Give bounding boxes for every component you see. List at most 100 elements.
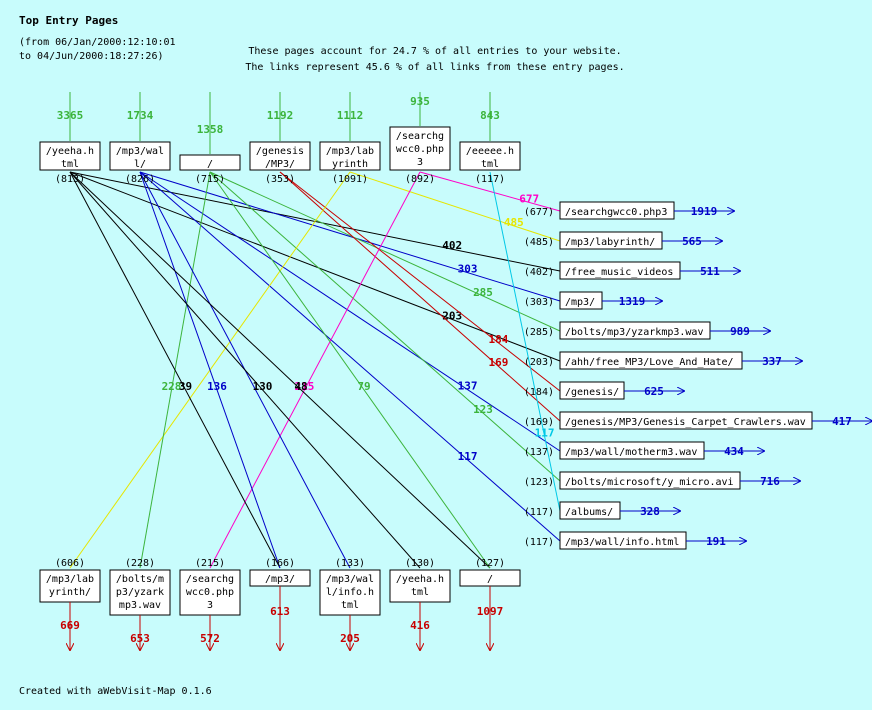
exit-page-node[interactable]: (127)/1097 <box>459 558 521 650</box>
exit-page-label: /mp3/lab <box>46 574 94 585</box>
linked-page-views: (303) <box>524 297 554 308</box>
exit-page-label: mp3.wav <box>119 600 161 611</box>
exit-page-label: /searchg <box>186 574 234 585</box>
exit-page-node[interactable]: (606)/mp3/labyrinth/669 <box>39 558 101 650</box>
exit-count: 613 <box>270 605 290 618</box>
linked-page-count: 565 <box>682 235 702 248</box>
entry-page-box[interactable] <box>459 141 521 171</box>
entry-page-node[interactable]: /yeeha.html(813) <box>39 141 101 185</box>
link-line <box>279 171 561 392</box>
summary-links: The links represent 45.6 % of all links … <box>245 62 624 73</box>
link-count: 184 <box>488 333 508 346</box>
linked-page-views: (117) <box>524 537 554 548</box>
exit-page-box[interactable] <box>39 569 101 603</box>
linked-page-node[interactable]: (184)/genesis/625 <box>524 381 684 400</box>
linked-page-count: 434 <box>724 445 744 458</box>
entry-page-node[interactable]: /mp3/wall/(826) <box>109 141 171 185</box>
linked-page-label: /mp3/wall/info.html <box>565 537 679 548</box>
entry-page-box[interactable] <box>249 141 311 171</box>
link-count: 79 <box>357 380 370 393</box>
exit-count: 416 <box>410 619 430 632</box>
entry-page-box[interactable] <box>109 141 171 171</box>
entry-page-label: tml <box>61 159 79 170</box>
exit-count: 1097 <box>477 605 504 618</box>
linked-page-node[interactable]: (303)/mp3/1319 <box>524 291 662 310</box>
exit-page-label: /yeeha.h <box>396 574 444 585</box>
entry-page-label: /mp3/lab <box>326 146 374 157</box>
entry-page-box[interactable] <box>389 126 451 171</box>
linked-page-views: (169) <box>524 417 554 428</box>
linked-page-label: /searchgwcc0.php3 <box>565 207 667 218</box>
linked-page-count: 337 <box>762 355 782 368</box>
link-line <box>209 171 561 332</box>
link-count: 169 <box>488 356 508 369</box>
link-count: 39 <box>179 380 192 393</box>
linked-page-node[interactable]: (203)/ahh/free_MP3/Love_And_Hate/337 <box>524 351 802 370</box>
linked-page-views: (485) <box>524 237 554 248</box>
entry-page-views: (826) <box>125 174 155 185</box>
entry-page-node[interactable]: /searchgwcc0.php3(892) <box>389 126 451 185</box>
date-range-end: to 04/Jun/2000:18:27:26) <box>19 51 164 62</box>
entry-page-node[interactable]: /mp3/labyrinth(1091) <box>319 141 381 185</box>
link-count: 303 <box>458 263 478 276</box>
exit-page-views: (127) <box>475 558 505 569</box>
exit-page-label: 3 <box>207 600 213 611</box>
entry-page-label: tml <box>481 159 499 170</box>
entry-page-label: /eeeee.h <box>466 146 514 157</box>
link-line <box>69 171 421 569</box>
exit-page-views: (133) <box>335 558 365 569</box>
exit-page-box[interactable] <box>319 569 381 616</box>
exit-page-box[interactable] <box>179 569 241 616</box>
link-count: 215 <box>295 380 315 393</box>
link-line <box>139 171 561 302</box>
entry-page-views: (715) <box>195 174 225 185</box>
linked-page-node[interactable]: (485)/mp3/labyrinth/565 <box>524 231 722 250</box>
exit-page-views: (130) <box>405 558 435 569</box>
entry-page-node[interactable]: /eeeee.html(117) <box>459 141 521 185</box>
link-line <box>209 171 421 569</box>
link-count: 48 <box>294 380 307 393</box>
linked-page-views: (402) <box>524 267 554 278</box>
exit-page-node[interactable]: (166)/mp3/613 <box>249 558 311 650</box>
link-count: 285 <box>473 286 493 299</box>
linked-page-node[interactable]: (169)/genesis/MP3/Genesis_Carpet_Crawler… <box>524 411 872 430</box>
link-line <box>279 171 561 422</box>
entry-page-node[interactable]: /genesis/MP3/(353) <box>249 141 311 185</box>
entry-page-label: /genesis <box>256 146 304 157</box>
entry-page-box[interactable] <box>319 141 381 171</box>
linked-page-count: 1319 <box>619 295 646 308</box>
link-line <box>69 171 561 362</box>
linked-page-views: (117) <box>524 507 554 518</box>
date-range-start: (from 06/Jan/2000:12:10:01 <box>19 37 176 48</box>
link-count: 117 <box>535 426 555 439</box>
entry-page-box[interactable] <box>179 154 241 171</box>
linked-page-node[interactable]: (117)/albums/328 <box>524 501 680 520</box>
exit-page-box[interactable] <box>109 569 171 616</box>
entry-page-node[interactable]: /(715) <box>179 154 241 185</box>
link-line <box>349 171 561 242</box>
linked-page-label: /bolts/mp3/yzarkmp3.wav <box>565 327 703 338</box>
entry-count: 1192 <box>267 109 294 122</box>
entry-count: 1734 <box>127 109 154 122</box>
exit-count: 572 <box>200 632 220 645</box>
link-count: 203 <box>442 309 462 322</box>
exit-count: 205 <box>340 632 360 645</box>
entry-page-box[interactable] <box>39 141 101 171</box>
entry-page-label: wcc0.php <box>396 144 444 155</box>
nodes-layer: 3365/yeeha.html(813)1734/mp3/wall/(826)1… <box>39 92 872 650</box>
exit-page-box[interactable] <box>389 569 451 603</box>
link-count: 677 <box>519 192 539 205</box>
entry-page-views: (813) <box>55 174 85 185</box>
linked-page-views: (285) <box>524 327 554 338</box>
